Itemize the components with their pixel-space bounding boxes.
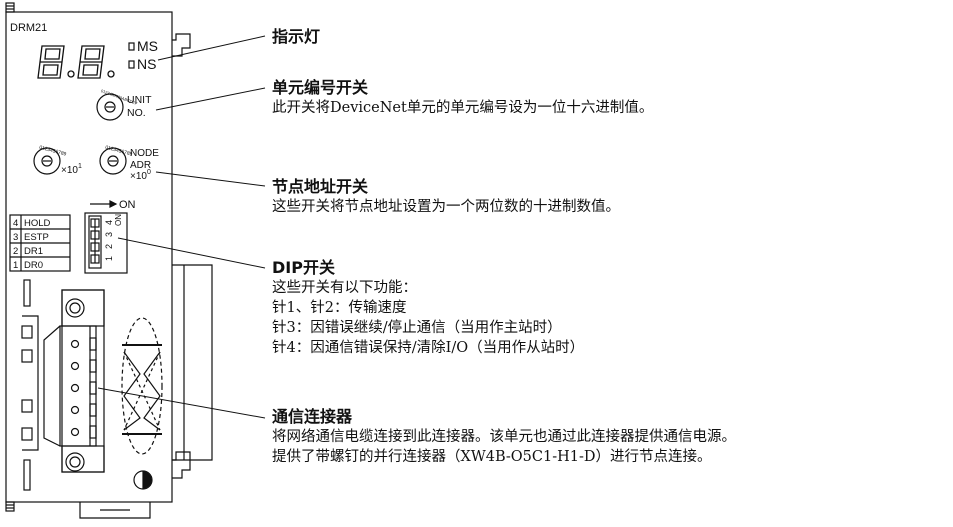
bottom-hook bbox=[79, 502, 151, 519]
callout-title: 通信连接器 bbox=[272, 407, 353, 426]
callout-desc: 这些开关将节点地址设置为一个两位数的十进制数值。 bbox=[272, 199, 620, 215]
ms-label: MS bbox=[137, 38, 158, 54]
unit-switch-label-no: NO. bbox=[127, 107, 146, 119]
ns-label: NS bbox=[137, 56, 156, 72]
callout-title: 指示灯 bbox=[272, 27, 321, 46]
callout-dip-switch: DIP开关 这些开关有以下功能： 针1、针2：传输速度 针3：因错误继续/停止通… bbox=[272, 258, 584, 358]
unit-switch-label: UNIT bbox=[127, 94, 152, 106]
node-dial-digits-x1: 0123456789 bbox=[104, 145, 133, 158]
dip-pin-number: 4 bbox=[104, 220, 114, 225]
dip-row-number: 1 bbox=[13, 260, 18, 271]
callout-node-switch: 节点地址开关 这些开关将节点地址设置为一个两位数的十进制数值。 bbox=[272, 177, 620, 217]
node-address-switch-x10: 0123456789 ×101 bbox=[33, 145, 82, 176]
bottom-indicator bbox=[133, 470, 153, 490]
bottom-tab bbox=[172, 451, 191, 479]
dip-row-name: DR0 bbox=[24, 260, 43, 271]
ms-led: MS bbox=[128, 38, 158, 54]
callout-desc: 将网络通信电缆连接到此连接器。该单元也通过此连接器提供通信电源。 bbox=[272, 429, 736, 445]
leader-indicator bbox=[157, 35, 266, 61]
communication-connector bbox=[43, 289, 105, 473]
ns-led: NS bbox=[128, 56, 156, 72]
callout-desc: 针1、针2：传输速度 bbox=[272, 300, 407, 316]
node-label: NODE bbox=[130, 148, 159, 159]
callout-desc: 这些开关有以下功能： bbox=[272, 280, 417, 296]
node-dial-digits-x10: 0123456789 bbox=[38, 145, 67, 158]
dip-row-name: DR1 bbox=[24, 246, 43, 257]
callout-title: 单元编号开关 bbox=[272, 78, 369, 97]
dip-row-name: HOLD bbox=[24, 218, 51, 229]
dip-row-number: 3 bbox=[13, 232, 18, 243]
leader-connector bbox=[97, 387, 266, 419]
model-label: DRM21 bbox=[10, 22, 47, 34]
callout-title: DIP开关 bbox=[272, 258, 335, 277]
unit-number-switch: 0123456789ABCDEF UNIT NO. bbox=[96, 88, 152, 121]
leader-dip-switch bbox=[117, 237, 266, 269]
unit-body bbox=[5, 11, 173, 503]
multiplier-x1: ×100 bbox=[130, 169, 151, 182]
leader-lines bbox=[97, 35, 266, 419]
top-clip bbox=[5, 2, 15, 13]
connector-side-profile bbox=[21, 315, 39, 451]
callout-indicator: 指示灯 bbox=[272, 27, 320, 47]
left-slot-2 bbox=[23, 459, 31, 491]
side-housing bbox=[172, 264, 213, 461]
seven-segment-display: 8.8. bbox=[37, 45, 115, 79]
dip-on-label: ON bbox=[119, 199, 136, 211]
callout-desc: 此开关将DeviceNet单元的单元编号设为一位十六进制值。 bbox=[272, 100, 654, 116]
node-address-switch-x1: 0123456789 NODE ADR ×100 bbox=[99, 145, 159, 182]
dip-row-number: 2 bbox=[13, 246, 18, 257]
callout-unit-switch: 单元编号开关 此开关将DeviceNet单元的单元编号设为一位十六进制值。 bbox=[272, 78, 653, 118]
leader-node-switch bbox=[155, 171, 266, 187]
dip-row-number: 4 bbox=[13, 218, 18, 229]
callout-desc: 针4：因通信错误保持/清除I/O（当用作从站时） bbox=[272, 340, 585, 356]
dip-on-vertical-label: ON bbox=[114, 214, 123, 226]
leader-unit-switch bbox=[155, 87, 266, 111]
bottom-clip bbox=[5, 501, 15, 512]
callout-connector: 通信连接器 将网络通信电缆连接到此连接器。该单元也通过此连接器提供通信电源。 提… bbox=[272, 407, 736, 467]
multiplier-x10: ×101 bbox=[61, 163, 82, 176]
callout-desc: 提供了带螺钉的并行连接器（XW4B-O5C1-H1-D）进行节点连接。 bbox=[272, 449, 712, 465]
dip-pin-number: 2 bbox=[104, 244, 114, 249]
top-tab bbox=[172, 33, 191, 57]
dip-pin-number: 3 bbox=[104, 232, 114, 237]
dip-row-name: ESTP bbox=[24, 232, 49, 243]
dip-pin-number: 1 bbox=[104, 256, 114, 261]
callout-title: 节点地址开关 bbox=[272, 177, 369, 196]
cable-illustration bbox=[121, 317, 163, 455]
callout-desc: 针3：因错误继续/停止通信（当用作主站时） bbox=[272, 320, 562, 336]
adr-label: ADR bbox=[130, 160, 151, 171]
left-slot-1 bbox=[23, 279, 31, 307]
